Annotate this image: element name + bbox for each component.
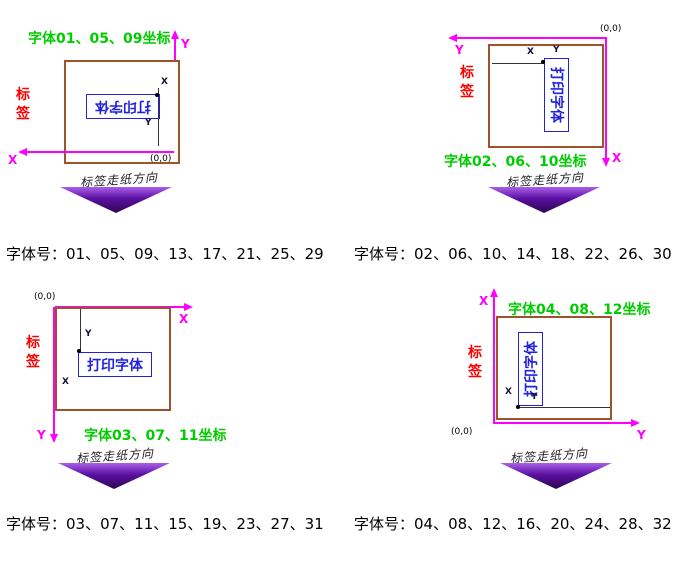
x-axis-label-1: X: [8, 153, 18, 167]
y-axis-line-2: [456, 37, 606, 39]
feed-direction-arrow-icon-1: [60, 187, 172, 213]
x-axis-label-2: X: [612, 151, 622, 165]
y-axis-label-2: Y: [455, 43, 464, 57]
y-axis-line-3: [53, 307, 55, 435]
coord-title-4: 字体04、08、12坐标: [508, 302, 651, 318]
y-axis-label-4: Y: [637, 428, 646, 442]
font-number-line-3: 字体号：03、07、11、15、19、23、27、31: [6, 515, 324, 533]
print-text-box-3: 打印字体: [78, 352, 152, 377]
print-text-box-4: 打印字体: [518, 332, 543, 406]
x-axis-arrow-left-icon-1: [18, 148, 27, 156]
mini-y-label-3: Y: [85, 329, 92, 339]
label-text-1: 标签: [16, 87, 30, 122]
label-text-2: 标签: [460, 65, 474, 100]
y-axis-label-1: Y: [181, 37, 190, 51]
text-origin-line-4: [520, 407, 610, 408]
mini-x-label-3: X: [62, 377, 69, 387]
origin-label-3: (0,0): [34, 292, 56, 302]
y-axis-arrow-left-icon-2: [448, 34, 457, 42]
x-axis-label-3: X: [179, 312, 189, 326]
print-text-2: 打印字体: [547, 67, 564, 123]
text-origin-dot-2: [541, 60, 545, 64]
feed-direction-arrow-icon-2: [488, 187, 600, 213]
print-text-1: 打印字体: [95, 97, 151, 114]
mini-y-label-1: Y: [145, 118, 152, 128]
mini-x-label-2: X: [527, 47, 534, 57]
y-axis-arrow-up-icon-1: [171, 30, 179, 39]
feed-direction-arrow-icon-4: [500, 463, 612, 489]
label-text-3: 标签: [26, 335, 40, 370]
mini-y-label-4: Y: [531, 392, 538, 402]
mini-x-label-4: X: [505, 387, 512, 397]
text-origin-line-2: [492, 63, 542, 64]
font-number-line-1: 字体号：01、05、09、13、17、21、25、29: [6, 245, 324, 263]
origin-label-1: (0,0): [150, 154, 172, 164]
text-origin-line-1: [158, 88, 159, 146]
text-origin-dot-3: [77, 349, 81, 353]
origin-label-4: (0,0): [451, 427, 473, 437]
origin-label-2: (0,0): [600, 24, 622, 34]
text-origin-line-3: [80, 309, 81, 352]
y-axis-label-3: Y: [37, 428, 46, 442]
text-origin-dot-1: [155, 93, 159, 97]
x-axis-arrow-right-icon-3: [184, 303, 193, 311]
x-axis-line-1: [26, 151, 174, 153]
label-text-4: 标签: [468, 345, 482, 380]
text-origin-dot-4: [516, 405, 520, 409]
x-axis-line-4: [493, 296, 495, 423]
coord-title-2: 字体02、06、10坐标: [444, 154, 587, 170]
print-text-box-1: 打印字体: [86, 94, 160, 119]
y-axis-arrow-right-icon-4: [631, 419, 640, 427]
label-outline-4: [496, 316, 612, 420]
font-number-line-2: 字体号：02、06、10、14、18、22、26、30: [354, 245, 672, 263]
y-axis-arrow-down-icon-3: [50, 434, 58, 443]
coord-title-3: 字体03、07、11坐标: [84, 428, 227, 444]
print-text-3: 打印字体: [87, 357, 143, 374]
x-axis-arrow-up-icon-4: [490, 288, 498, 297]
print-text-4: 打印字体: [523, 341, 540, 397]
mini-x-label-1: X: [161, 77, 168, 87]
mini-y-label-2: Y: [553, 45, 560, 55]
coord-title-1: 字体01、05、09坐标: [28, 31, 171, 47]
y-axis-line-4: [493, 422, 633, 424]
feed-direction-arrow-icon-3: [58, 463, 170, 489]
font-number-line-4: 字体号：04、08、12、16、20、24、28、32: [354, 515, 672, 533]
x-axis-line-2: [605, 37, 607, 159]
x-axis-label-4: X: [479, 294, 489, 308]
print-text-box-2: 打印字体: [544, 58, 569, 132]
x-axis-arrow-down-icon-2: [602, 158, 610, 167]
